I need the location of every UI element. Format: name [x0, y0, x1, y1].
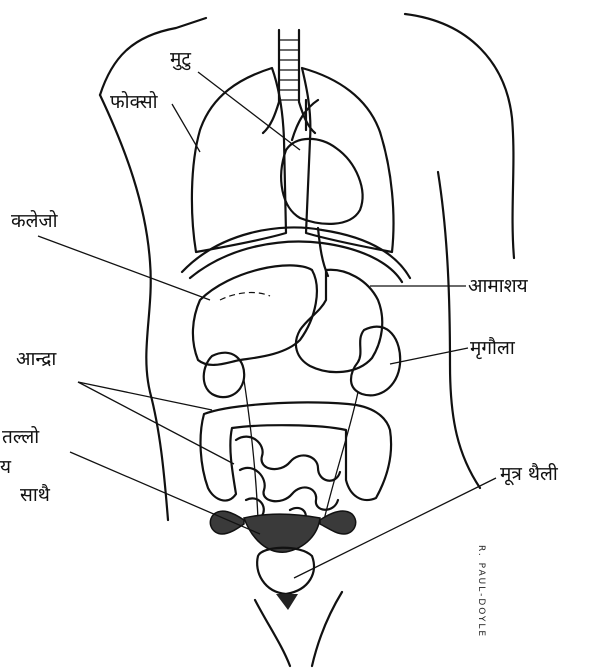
leader-kalejo: [38, 236, 210, 300]
large-intestine: [201, 402, 392, 500]
artist-credit: R. PAUL-DOYLE: [476, 545, 486, 638]
heart: [281, 100, 362, 224]
label-stomach: आमाशय: [468, 277, 528, 296]
stomach: [296, 270, 382, 372]
label-heart: मुटु: [170, 50, 191, 69]
label-lungs: फोक्सो: [110, 93, 158, 112]
liver: [193, 265, 317, 365]
leader-aandra-1: [78, 382, 212, 410]
lungs: [192, 68, 394, 252]
trachea: [263, 30, 315, 133]
leader-lines: [38, 72, 496, 578]
leader-mutu: [198, 72, 300, 150]
bladder: [257, 548, 314, 610]
kidneys: [204, 327, 400, 520]
leader-mrigaula: [390, 348, 468, 364]
label-kidney: मृगौला: [470, 339, 515, 358]
leader-phokso: [172, 104, 200, 152]
label-tallo: तल्लो: [2, 428, 39, 447]
leader-mutra-thaili: [294, 478, 496, 578]
uterus: [210, 511, 355, 552]
label-liver: कलेजो: [11, 212, 58, 231]
esophagus: [318, 228, 328, 276]
label-intestines: आन्द्रा: [16, 350, 56, 369]
small-intestine: [236, 437, 340, 522]
label-bladder: मूत्र थैली: [500, 465, 558, 484]
diaphragm: [182, 227, 410, 282]
label-saathai: साथै: [20, 486, 50, 505]
label-ya: य: [0, 458, 11, 477]
